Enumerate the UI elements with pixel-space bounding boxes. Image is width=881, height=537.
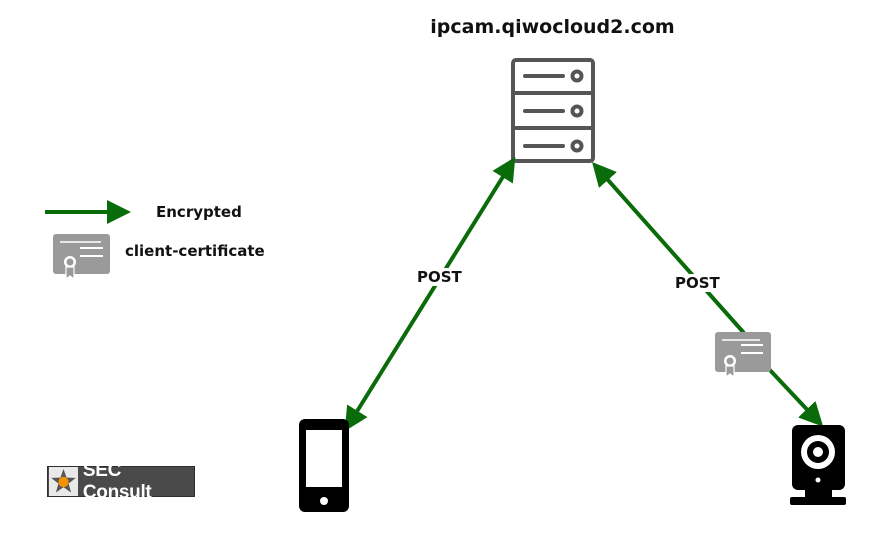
server-icon (511, 58, 595, 163)
phone-server-arrow (344, 156, 516, 432)
legend-encrypted-label: Encrypted (156, 203, 242, 221)
camera-post-label: POST (673, 274, 722, 292)
server-hostname: ipcam.qiwocloud2.com (430, 16, 675, 38)
smartphone-icon (299, 419, 349, 512)
certificate-icon (715, 332, 771, 379)
legend-certificate-label: client-certificate (125, 242, 265, 260)
camera-server-arrow-upper (592, 162, 746, 335)
ip-camera-icon (790, 425, 846, 505)
camera-server-arrow-lower (766, 366, 824, 427)
sec-consult-logo: SEC Consult (47, 460, 195, 503)
phone-post-label: POST (415, 268, 464, 286)
logo-text: SEC Consult (82, 459, 152, 503)
legend-certificate-icon (53, 234, 110, 281)
logo-star-icon (49, 467, 78, 496)
